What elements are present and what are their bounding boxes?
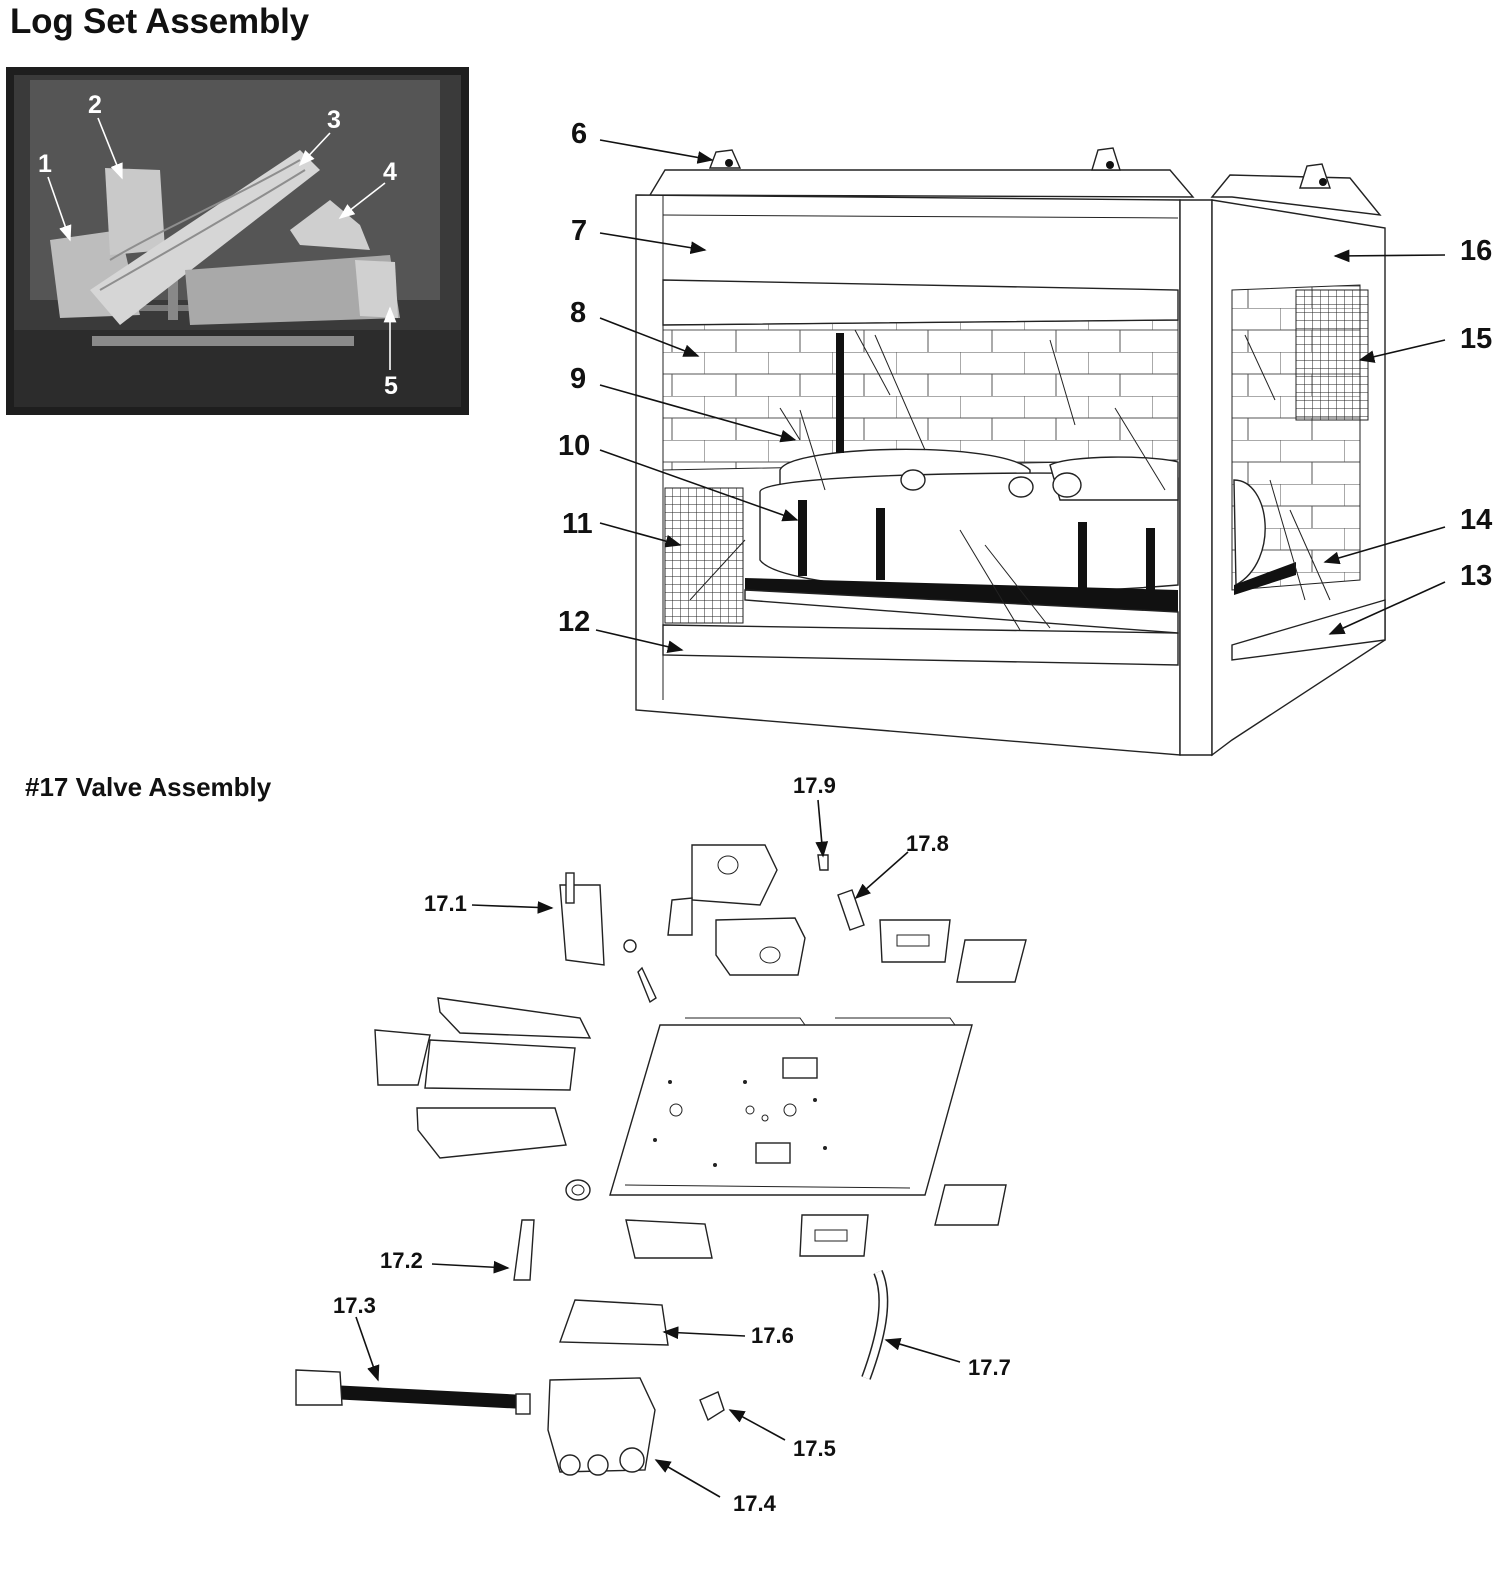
label-10: 10 <box>558 430 590 462</box>
label-17-8: 17.8 <box>906 831 949 856</box>
label-17-4: 17.4 <box>733 1491 777 1516</box>
firebox-drawing <box>635 147 1386 757</box>
label-14: 14 <box>1460 504 1492 536</box>
label-17-6: 17.6 <box>751 1323 794 1348</box>
valve-assembly-heading: #17 Valve Assembly <box>25 772 272 802</box>
firebox-leaders <box>595 139 1446 653</box>
label-17-3: 17.3 <box>333 1293 376 1318</box>
valve-leaders <box>355 799 961 1498</box>
photo-leader-1 <box>47 176 72 242</box>
label-17-5: 17.5 <box>793 1436 836 1461</box>
label-17-9: 17.9 <box>793 773 836 798</box>
label-9: 9 <box>570 363 586 395</box>
photo-label-1: 1 <box>38 150 52 178</box>
label-6: 6 <box>571 118 587 150</box>
photo-leader-3 <box>298 132 331 167</box>
photo-label-2: 2 <box>88 91 102 119</box>
photo-leader-4 <box>338 182 386 219</box>
label-17-7: 17.7 <box>968 1355 1011 1380</box>
label-12: 12 <box>558 606 590 638</box>
label-17-2: 17.2 <box>380 1248 423 1273</box>
label-7: 7 <box>571 215 587 247</box>
label-11: 11 <box>562 508 593 540</box>
valve-assembly-drawing <box>295 844 1027 1476</box>
label-8: 8 <box>570 297 586 329</box>
label-13: 13 <box>1460 560 1492 592</box>
photo-label-3: 3 <box>327 106 341 134</box>
label-16: 16 <box>1460 235 1492 267</box>
label-17-1: 17.1 <box>424 891 467 916</box>
photo-label-5: 5 <box>384 372 398 400</box>
log-set-photo <box>6 67 469 415</box>
photo-leader-2 <box>97 117 123 180</box>
photo-label-4: 4 <box>383 158 397 186</box>
log-set-assembly-heading: Log Set Assembly <box>10 2 309 41</box>
label-15: 15 <box>1460 323 1492 355</box>
